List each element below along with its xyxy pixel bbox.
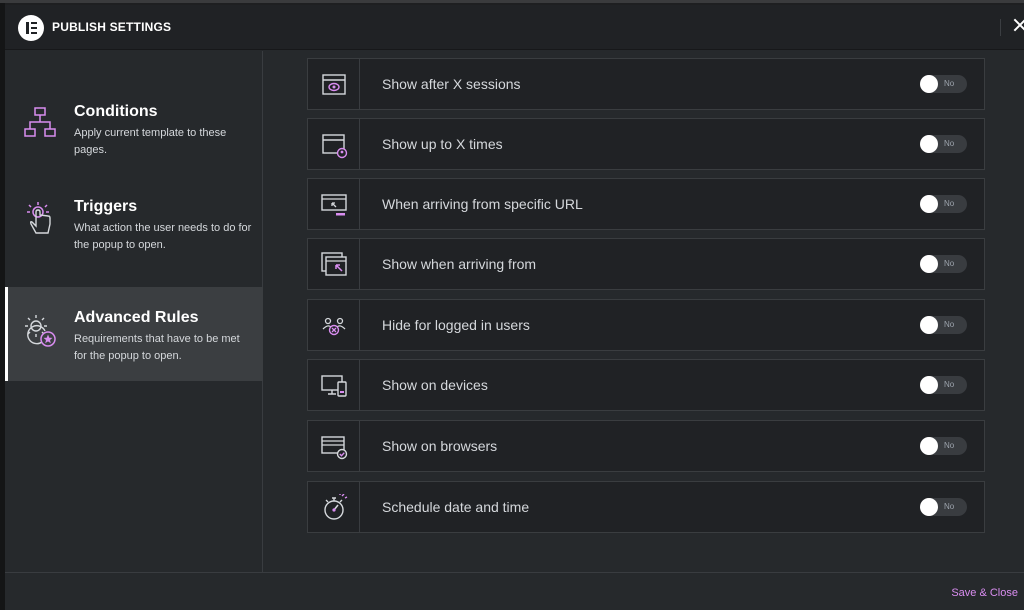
stopwatch-icon <box>324 494 348 520</box>
sidebar-item-title: Advanced Rules <box>74 309 199 326</box>
sidebar-item-description: What action the user needs to do for the… <box>74 222 252 251</box>
rule-row-devices: Show on devices No <box>307 359 985 411</box>
pointer-tap-icon <box>27 202 51 234</box>
publish-settings-modal: PUBLISH SETTINGS Conditions Apply curren… <box>5 5 1024 610</box>
rule-row-arriving-from: Show when arriving from No <box>307 238 985 290</box>
rule-label: Show when arriving from <box>382 256 537 272</box>
toggle-knob <box>920 195 938 213</box>
toggle-knob <box>920 75 938 93</box>
rule-label: Show after X sessions <box>382 76 521 92</box>
rule-icon-box <box>308 179 360 229</box>
rule-toggle[interactable]: No <box>920 255 967 273</box>
sidebar-item-triggers[interactable]: Triggers What action the user needs to d… <box>5 176 263 270</box>
modal-footer: Save & Close <box>5 572 1024 610</box>
toggle-state: No <box>944 139 955 148</box>
modal-header: PUBLISH SETTINGS <box>5 5 1024 50</box>
toggle-knob <box>920 498 938 516</box>
sidebar-item-description: Requirements that have to be met for the… <box>74 333 240 362</box>
settings-sidebar: Conditions Apply current template to the… <box>5 51 263 572</box>
window-top-line <box>0 0 1024 3</box>
toggle-knob <box>920 437 938 455</box>
toggle-state: No <box>944 441 955 450</box>
toggle-state: No <box>944 380 955 389</box>
close-icon[interactable] <box>1011 16 1024 34</box>
rule-toggle[interactable]: No <box>920 437 967 455</box>
toggle-knob <box>920 255 938 273</box>
rule-label: Show on devices <box>382 377 488 393</box>
rule-label: Show on browsers <box>382 438 498 454</box>
rule-label: Show up to X times <box>382 136 503 152</box>
browser-user-icon <box>322 134 348 159</box>
rule-toggle[interactable]: No <box>920 316 967 334</box>
toggle-state: No <box>944 79 955 88</box>
browser-arrow-icon <box>321 252 347 276</box>
rule-icon-box <box>308 59 360 109</box>
gears-star-icon <box>25 315 56 347</box>
toggle-state: No <box>944 320 955 329</box>
rule-toggle[interactable]: No <box>920 376 967 394</box>
rule-row-schedule: Schedule date and time No <box>307 481 985 533</box>
rule-label: Schedule date and time <box>382 499 530 515</box>
rule-toggle[interactable]: No <box>920 498 967 516</box>
users-x-icon <box>322 317 346 336</box>
rule-icon-box <box>308 119 360 169</box>
rule-toggle[interactable]: No <box>920 195 967 213</box>
rule-toggle[interactable]: No <box>920 135 967 153</box>
rule-icon-box <box>308 239 360 289</box>
toggle-state: No <box>944 199 955 208</box>
modal-title: PUBLISH SETTINGS <box>52 20 172 34</box>
rule-label: When arriving from specific URL <box>382 196 583 212</box>
header-divider <box>1000 19 1001 36</box>
rule-row-browsers: Show on browsers No <box>307 420 985 472</box>
sitemap-icon <box>24 107 56 137</box>
toggle-state: No <box>944 259 955 268</box>
rule-icon-box <box>308 300 360 350</box>
devices-icon <box>321 375 347 397</box>
toggle-knob <box>920 135 938 153</box>
browser-check-icon <box>321 436 348 460</box>
rule-icon-box <box>308 421 360 471</box>
rule-row-url: When arriving from specific URL No <box>307 178 985 230</box>
rule-row-times: Show up to X times No <box>307 118 985 170</box>
elementor-logo-icon <box>18 15 44 41</box>
window-left-edge <box>0 3 5 610</box>
sidebar-item-description: Apply current template to these pages. <box>74 127 227 156</box>
rule-icon-box <box>308 360 360 410</box>
rule-toggle[interactable]: No <box>920 75 967 93</box>
rule-row-logged-in: Hide for logged in users No <box>307 299 985 351</box>
browser-url-icon <box>321 194 347 216</box>
rule-label: Hide for logged in users <box>382 317 530 333</box>
sidebar-item-conditions[interactable]: Conditions Apply current template to the… <box>5 81 263 175</box>
browser-eye-icon <box>322 74 346 95</box>
rule-icon-box <box>308 482 360 532</box>
save-and-close-button[interactable]: Save & Close <box>951 587 1018 599</box>
sidebar-item-advanced-rules[interactable]: Advanced Rules Requirements that have to… <box>5 287 263 381</box>
toggle-state: No <box>944 502 955 511</box>
sidebar-item-title: Conditions <box>74 103 158 120</box>
rule-row-sessions: Show after X sessions No <box>307 58 985 110</box>
toggle-knob <box>920 376 938 394</box>
sidebar-item-title: Triggers <box>74 198 138 215</box>
toggle-knob <box>920 316 938 334</box>
